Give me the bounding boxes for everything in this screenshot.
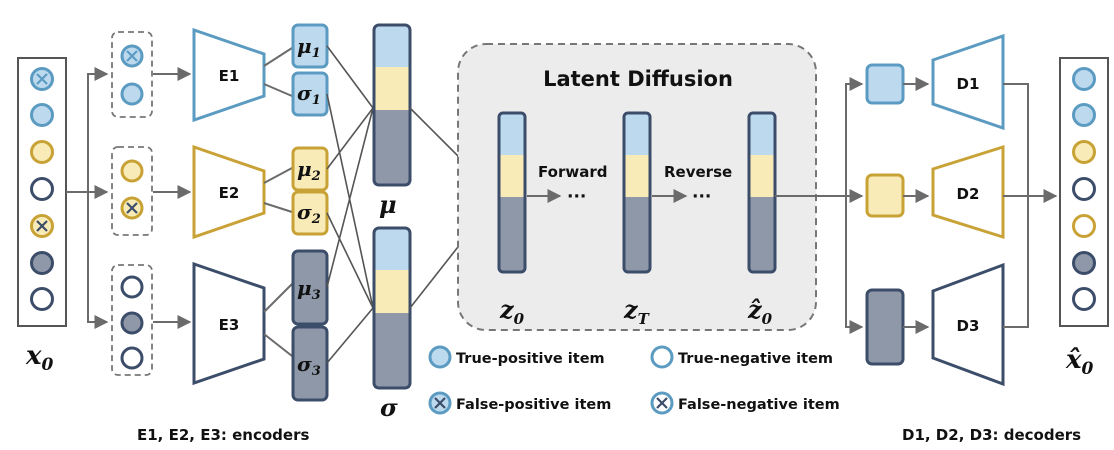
- encoder-e1: E1: [192, 27, 266, 123]
- encoder-param-lines: [263, 47, 293, 357]
- zT-label: zT: [623, 295, 651, 328]
- encoder-e3: E3: [192, 261, 266, 386]
- svg-text:E1: E1: [219, 67, 240, 85]
- input-label: x0: [25, 341, 54, 375]
- svg-text:D1: D1: [957, 75, 980, 93]
- latent-title: Latent Diffusion: [543, 67, 733, 91]
- svg-text:μ3: μ3: [297, 276, 321, 303]
- svg-text:E3: E3: [219, 316, 240, 334]
- decoder-output-arrows: [1003, 83, 1058, 328]
- combined-mu-label: μ: [379, 190, 397, 219]
- zhat-label: ẑ0: [747, 295, 773, 328]
- forward-dots: ···: [567, 187, 586, 207]
- encoder-e2: E2: [192, 144, 266, 240]
- svg-text:σ1: σ1: [297, 81, 321, 108]
- decoder-input-arrows: [903, 77, 930, 334]
- encoders-caption: E1, E2, E3: encoders: [137, 426, 309, 444]
- split-group-1: [111, 31, 153, 118]
- input-item-2: [30, 103, 54, 127]
- decoder-d2: D2: [931, 144, 1005, 240]
- svg-text:D3: D3: [957, 317, 980, 335]
- legend-false-positive: False-positive item: [428, 391, 611, 415]
- svg-text:False-positive item: False-positive item: [456, 397, 611, 413]
- param-sigma2: σ2: [291, 190, 329, 236]
- svg-text:True-negative item: True-negative item: [678, 351, 833, 367]
- svg-text:μ2: μ2: [297, 157, 321, 184]
- svg-text:E2: E2: [219, 184, 240, 202]
- svg-text:False-negative item: False-negative item: [678, 397, 840, 413]
- latent-zT-vector: [622, 111, 652, 274]
- legend-true-negative: True-negative item: [650, 345, 833, 369]
- svg-text:μ1: μ1: [297, 34, 321, 61]
- latent-to-decoder-arrows: [775, 77, 864, 334]
- legend-false-negative: False-negative item: [650, 391, 840, 415]
- param-sigma1: σ1: [291, 71, 329, 117]
- param-mu1: μ1: [291, 23, 329, 69]
- input-item-1: [30, 67, 54, 91]
- z0-label: z0: [499, 295, 525, 328]
- decoder-input-3: [865, 288, 905, 366]
- input-item-4: [30, 177, 54, 201]
- encoder-input-arrows: [153, 67, 192, 329]
- svg-text:D2: D2: [957, 185, 980, 203]
- reverse-dots: ···: [692, 187, 711, 207]
- decoder-d1: D1: [931, 33, 1005, 131]
- input-item-5: [30, 214, 54, 238]
- reverse-label: Reverse: [664, 163, 732, 181]
- input-item-6: [30, 251, 54, 275]
- latent-z0-vector: [497, 111, 527, 274]
- combined-sigma-vector: [372, 226, 412, 390]
- forward-label: Forward: [538, 163, 607, 181]
- input-item-3: [30, 140, 54, 164]
- output-vector: [1059, 57, 1109, 327]
- param-sigma3: σ3: [291, 325, 329, 402]
- decoder-d3: D3: [931, 262, 1005, 387]
- svg-text:σ3: σ3: [297, 352, 321, 379]
- param-merge-lines: [326, 45, 374, 364]
- legend: True-positive item True-negative item Fa…: [428, 345, 840, 415]
- svg-text:σ2: σ2: [297, 200, 321, 227]
- decoder-input-2: [865, 173, 905, 218]
- latent-zhat-vector: [747, 111, 777, 274]
- decoder-input-1: [865, 63, 905, 105]
- input-split-arrows: [66, 67, 109, 329]
- param-mu3: μ3: [291, 249, 329, 326]
- combined-sigma-label: σ: [380, 393, 398, 422]
- output-label: x̂0: [1065, 345, 1094, 379]
- combined-mu-vector: [372, 23, 412, 187]
- param-mu2: μ2: [291, 146, 329, 192]
- svg-text:True-positive item: True-positive item: [456, 351, 605, 367]
- split-group-3: [111, 264, 153, 376]
- legend-true-positive: True-positive item: [428, 345, 605, 369]
- split-group-2: [111, 146, 153, 236]
- input-vector: [17, 57, 67, 327]
- input-item-7: [30, 287, 54, 311]
- decoders-caption: D1, D2, D3: decoders: [902, 426, 1081, 444]
